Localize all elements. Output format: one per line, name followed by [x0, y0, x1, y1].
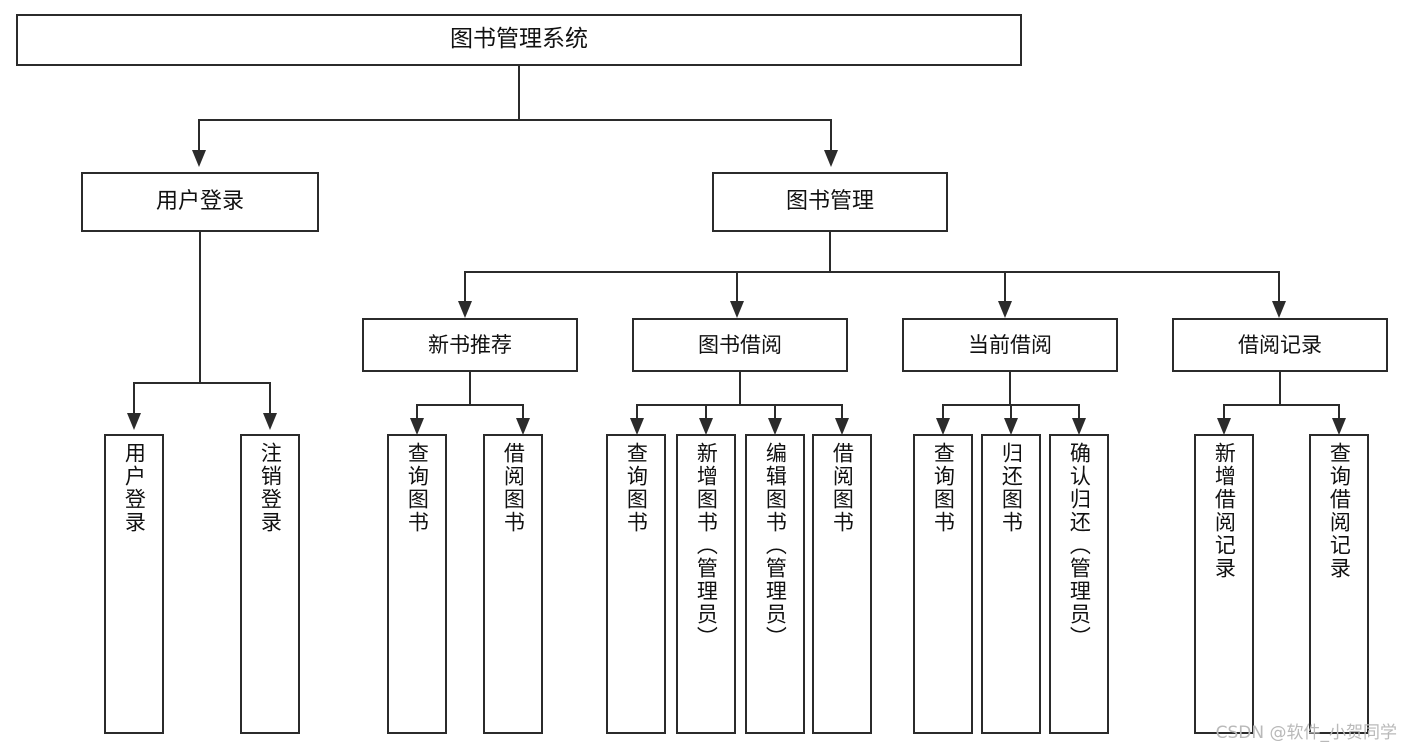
edge-current-borrow-drop-1: [942, 404, 944, 420]
node-current-borrow[interactable]: 当前借阅: [902, 318, 1118, 372]
edge-book-borrow-drop-1: [636, 404, 638, 420]
edge-user-login-stem: [199, 232, 201, 382]
node-book-borrow[interactable]: 图书借阅: [632, 318, 848, 372]
node-root-system[interactable]: 图书管理系统: [16, 14, 1022, 66]
arrow-level2-book-borrow: [730, 301, 744, 318]
arrow-level2-borrow-record: [1272, 301, 1286, 318]
node-user-login-label: 用户登录: [155, 189, 244, 215]
leaf-user-login-logout[interactable]: 注销登录: [240, 434, 300, 734]
arrow-new-book-leaf-1: [410, 418, 424, 435]
leaf-current-borrow-confirm[interactable]: 确认归还（管理员）: [1049, 434, 1109, 734]
node-current-borrow-label: 当前借阅: [968, 332, 1052, 357]
arrow-book-borrow-leaf-2: [699, 418, 713, 435]
edge-level1-bus: [198, 119, 832, 121]
arrow-level2-new-book: [458, 301, 472, 318]
edge-level1-drop-user-login: [198, 119, 200, 152]
node-book-manage[interactable]: 图书管理: [712, 172, 948, 232]
leaf-new-book-borrow-label: 借阅图书: [501, 442, 526, 534]
node-book-borrow-label: 图书借阅: [698, 332, 782, 357]
leaf-book-borrow-borrow-label: 借阅图书: [830, 442, 855, 534]
edge-current-borrow-drop-3: [1078, 404, 1080, 420]
edge-borrow-record-stem: [1279, 372, 1281, 404]
arrow-level1-user-login: [192, 150, 206, 167]
edge-level2-bus: [464, 271, 1280, 273]
arrow-user-login-leaf-2: [263, 413, 277, 430]
edge-root-stem: [518, 66, 520, 119]
arrow-current-borrow-leaf-1: [936, 418, 950, 435]
edge-borrow-record-drop-1: [1223, 404, 1225, 420]
edge-book-borrow-stem: [739, 372, 741, 404]
leaf-current-borrow-confirm-label: 确认归还（管理员）: [1067, 442, 1092, 649]
edge-book-borrow-drop-3: [774, 404, 776, 420]
node-root-system-label: 图书管理系统: [450, 26, 588, 53]
leaf-new-book-borrow[interactable]: 借阅图书: [483, 434, 543, 734]
leaf-current-borrow-return-label: 归还图书: [999, 442, 1024, 534]
arrow-new-book-leaf-2: [516, 418, 530, 435]
edge-user-login-bus: [133, 382, 269, 384]
edge-book-borrow-drop-2: [705, 404, 707, 420]
edge-current-borrow-drop-2: [1010, 404, 1012, 420]
node-borrow-record[interactable]: 借阅记录: [1172, 318, 1388, 372]
leaf-book-borrow-edit[interactable]: 编辑图书（管理员）: [745, 434, 805, 734]
leaf-current-borrow-query-label: 查询图书: [931, 442, 956, 534]
leaf-borrow-record-add-label: 新增借阅记录: [1212, 442, 1237, 580]
arrow-borrow-record-leaf-1: [1217, 418, 1231, 435]
leaf-borrow-record-query-label: 查询借阅记录: [1327, 442, 1352, 580]
arrow-current-borrow-leaf-2: [1004, 418, 1018, 435]
arrow-book-borrow-leaf-4: [835, 418, 849, 435]
leaf-borrow-record-query[interactable]: 查询借阅记录: [1309, 434, 1369, 734]
leaf-user-login-login[interactable]: 用户登录: [104, 434, 164, 734]
edge-book-borrow-bus: [636, 404, 843, 406]
leaf-new-book-query-label: 查询图书: [405, 442, 430, 534]
edge-new-book-stem: [469, 372, 471, 404]
leaf-book-borrow-edit-label: 编辑图书（管理员）: [763, 442, 788, 649]
arrow-level2-current-borrow: [998, 301, 1012, 318]
edge-book-manage-stem: [829, 232, 831, 271]
edge-user-login-drop-1: [133, 382, 135, 415]
leaf-book-borrow-add[interactable]: 新增图书（管理员）: [676, 434, 736, 734]
leaf-user-login-logout-label: 注销登录: [258, 442, 283, 534]
edge-level2-drop-2: [736, 271, 738, 303]
node-new-book-recommend-label: 新书推荐: [428, 332, 512, 357]
leaf-user-login-login-label: 用户登录: [122, 442, 147, 534]
edge-current-borrow-stem: [1009, 372, 1011, 404]
edge-borrow-record-bus: [1223, 404, 1339, 406]
leaf-current-borrow-return[interactable]: 归还图书: [981, 434, 1041, 734]
arrow-current-borrow-leaf-3: [1072, 418, 1086, 435]
leaf-current-borrow-query[interactable]: 查询图书: [913, 434, 973, 734]
node-borrow-record-label: 借阅记录: [1238, 332, 1322, 357]
arrow-book-borrow-leaf-3: [768, 418, 782, 435]
csdn-watermark: CSDN @软件_小贺同学: [1215, 723, 1397, 743]
leaf-book-borrow-query-label: 查询图书: [624, 442, 649, 534]
edge-level2-drop-4: [1278, 271, 1280, 303]
arrow-borrow-record-leaf-2: [1332, 418, 1346, 435]
leaf-book-borrow-query[interactable]: 查询图书: [606, 434, 666, 734]
edge-level2-drop-3: [1004, 271, 1006, 303]
node-new-book-recommend[interactable]: 新书推荐: [362, 318, 578, 372]
edge-user-login-drop-2: [269, 382, 271, 415]
edge-new-book-bus: [416, 404, 523, 406]
edge-level1-drop-book-manage: [830, 119, 832, 152]
edge-book-borrow-drop-4: [841, 404, 843, 420]
leaf-book-borrow-borrow[interactable]: 借阅图书: [812, 434, 872, 734]
leaf-book-borrow-add-label: 新增图书（管理员）: [694, 442, 719, 649]
edge-level2-drop-1: [464, 271, 466, 303]
arrow-book-borrow-leaf-1: [630, 418, 644, 435]
edge-new-book-drop-1: [416, 404, 418, 420]
arrow-level1-book-manage: [824, 150, 838, 167]
leaf-borrow-record-add[interactable]: 新增借阅记录: [1194, 434, 1254, 734]
leaf-new-book-query[interactable]: 查询图书: [387, 434, 447, 734]
node-user-login[interactable]: 用户登录: [81, 172, 319, 232]
edge-borrow-record-drop-2: [1338, 404, 1340, 420]
node-book-manage-label: 图书管理: [785, 189, 874, 215]
arrow-user-login-leaf-1: [127, 413, 141, 430]
edge-new-book-drop-2: [522, 404, 524, 420]
